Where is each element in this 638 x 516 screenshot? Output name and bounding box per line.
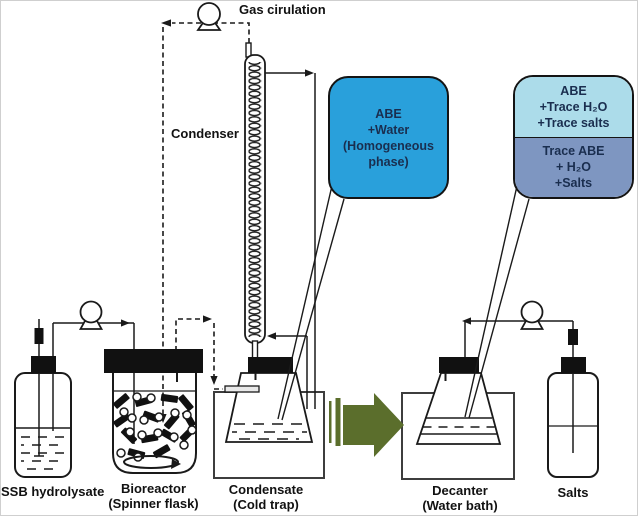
salts-bottle bbox=[547, 357, 599, 478]
label-bioreactor: Bioreactor (Spinner flask) bbox=[101, 481, 206, 511]
bioreactor-jar bbox=[112, 373, 197, 474]
decanter-stopper bbox=[439, 357, 479, 373]
coolant-out-arrowhead bbox=[305, 69, 314, 77]
gas-out-arrowhead-right bbox=[203, 315, 212, 323]
cold-trap-stopper bbox=[248, 357, 293, 373]
gas-bubbles bbox=[116, 392, 197, 462]
label-condenser: Condenser bbox=[171, 126, 239, 141]
bioreactor-lid bbox=[104, 349, 203, 373]
feed-arrowhead bbox=[121, 319, 130, 327]
label-decanter: Decanter (Water bath) bbox=[408, 483, 512, 513]
callout-two-phase: ABE +Trace H₂O +Trace salts Trace ABE + … bbox=[513, 75, 634, 199]
callout-line: +Trace salts bbox=[537, 115, 610, 130]
callout-line: +Water bbox=[367, 122, 410, 137]
callout-line: ABE bbox=[560, 83, 587, 98]
callout-pointer-homogeneous bbox=[277, 176, 345, 421]
coolant-loop bbox=[265, 72, 316, 409]
callout-line: + H₂O bbox=[555, 160, 592, 175]
callout-line: Trace ABE bbox=[542, 144, 605, 159]
callout-line: +Salts bbox=[554, 176, 593, 191]
feed-pump bbox=[78, 300, 104, 330]
decanter-liquid bbox=[420, 417, 497, 435]
recycle-line bbox=[464, 320, 574, 357]
gas-circulation-line bbox=[162, 22, 250, 414]
transfer-arrow bbox=[329, 393, 404, 457]
gas-out-arrowhead-down bbox=[210, 376, 218, 385]
condenser-column bbox=[244, 42, 266, 360]
callout-line: ABE bbox=[375, 106, 402, 121]
callout-line: phase) bbox=[368, 154, 409, 169]
label-line: (Cold trap) bbox=[233, 497, 299, 512]
callout-homogeneous: ABE +Water (Homogeneous phase) bbox=[328, 76, 449, 199]
bottle-cap bbox=[561, 357, 586, 373]
tube-connector bbox=[568, 329, 578, 345]
label-gas-circulation: Gas cirulation bbox=[239, 2, 326, 17]
label-line: (Water bath) bbox=[422, 498, 498, 513]
bottle-cap bbox=[31, 356, 56, 373]
coolant-in-arrowhead bbox=[267, 332, 276, 340]
label-line: Decanter bbox=[432, 483, 488, 498]
recycle-arrowhead bbox=[462, 317, 471, 325]
callout-line: +Trace H₂O bbox=[539, 99, 608, 114]
callout-pointer-two-phase bbox=[464, 176, 530, 419]
tube-connector bbox=[34, 328, 44, 344]
callout-heavy-phase: Trace ABE + H₂O +Salts bbox=[515, 136, 632, 197]
gas-circulation-pump bbox=[196, 2, 222, 31]
label-line: Condensate bbox=[228, 482, 304, 497]
ssb-bottle bbox=[14, 319, 72, 478]
cold-trap-liquid bbox=[232, 423, 307, 440]
callout-light-phase: ABE +Trace H₂O +Trace salts bbox=[515, 77, 632, 137]
label-salts: Salts bbox=[557, 485, 589, 500]
label-line: Bioreactor bbox=[120, 481, 187, 496]
recycle-pump bbox=[519, 300, 545, 330]
stir-arrowhead bbox=[171, 459, 181, 469]
stir-ring bbox=[123, 455, 179, 469]
sparger-tube bbox=[224, 385, 260, 393]
condenser-coil bbox=[248, 62, 262, 337]
label-line: (Spinner flask) bbox=[108, 496, 199, 511]
gas-return-arrowhead bbox=[161, 19, 171, 27]
label-condensate: Condensate (Cold trap) bbox=[216, 482, 316, 512]
label-ssb-hydrolysate: SSB hydrolysate bbox=[1, 484, 105, 499]
callout-line: (Homogeneous bbox=[343, 138, 434, 153]
